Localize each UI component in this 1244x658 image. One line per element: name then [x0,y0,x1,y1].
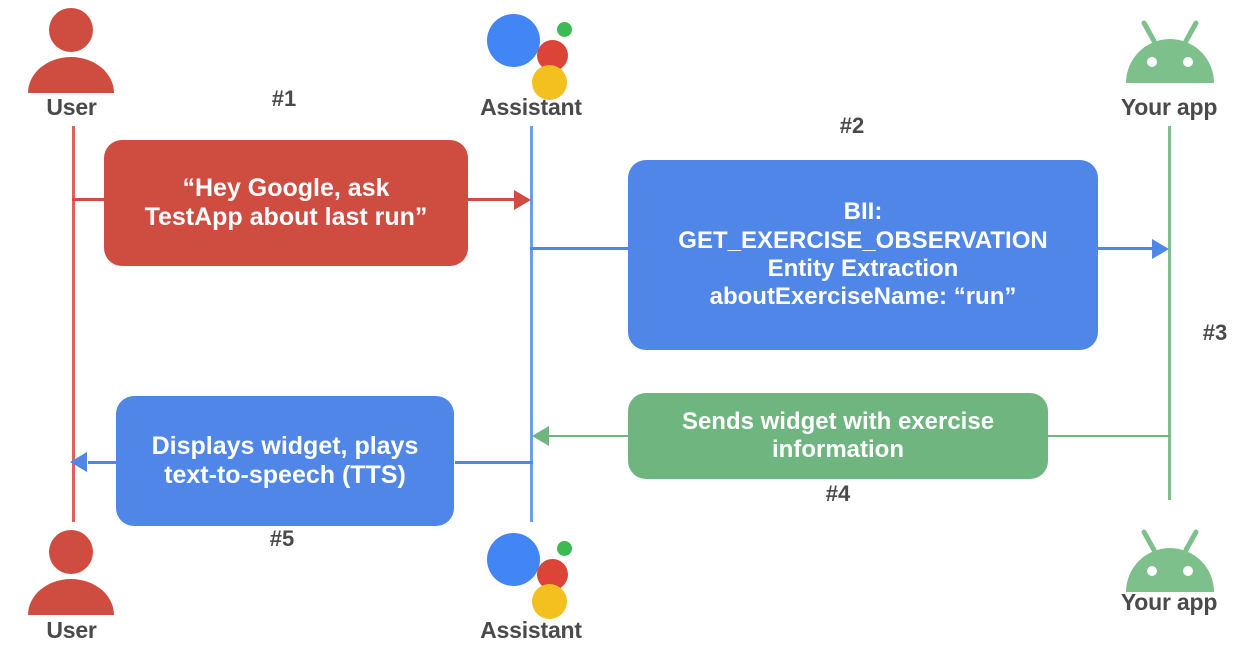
step-label-1: #1 [271,86,297,111]
message-box-4-text: Sends widget with exercise information [681,407,995,463]
assistant-yellow-dot-icon [532,65,567,100]
assistant-blue-dot-icon [487,14,540,67]
actor-label-your-app-top: Your app [1120,94,1218,120]
user-head-shape [49,8,93,52]
connector-assistant-to-message-5 [455,461,533,464]
message-box-5[interactable]: Displays widget, plays text-to-speech (T… [116,396,454,526]
lifeline-assistant [530,126,533,522]
android-robot-icon [1122,19,1218,85]
message-box-4[interactable]: Sends widget with exercise information [628,393,1048,479]
user-avatar-icon [28,530,114,615]
message-box-1[interactable]: “Hey Google, ask TestApp about last run” [104,140,468,266]
step-label-3: #3 [1202,320,1228,345]
actor-label-user-bottom: User [46,617,97,643]
user-body-shape [28,57,114,93]
user-body-shape [28,579,114,615]
message-box-2-text: BII: GET_EXERCISE_OBSERVATION Entity Ext… [678,198,1048,311]
actor-label-assistant-bottom: Assistant [480,617,582,643]
arrowhead-message-4 [532,426,549,446]
arrowhead-message-1 [514,190,531,210]
actor-label-assistant-top: Assistant [480,94,582,120]
assistant-blue-dot-icon [487,533,540,586]
connector-message-2-to-your-app [1096,247,1154,250]
assistant-green-dot-icon [557,541,572,556]
android-robot-svg [1126,529,1214,592]
lifeline-your-app [1168,126,1171,500]
assistant-yellow-dot-icon [532,584,567,619]
message-box-5-text: Displays widget, plays text-to-speech (T… [151,431,419,490]
lifeline-user [72,126,75,522]
connector-user-to-message-1 [72,198,122,201]
message-box-2[interactable]: BII: GET_EXERCISE_OBSERVATION Entity Ext… [628,160,1098,350]
assistant-green-dot-icon [557,22,572,37]
android-robot-icon [1122,528,1218,594]
actor-label-user-top: User [46,94,97,120]
connector-message-5-to-user [88,461,120,464]
step-label-5: #5 [269,526,295,551]
connector-message-4-to-assistant [548,435,630,437]
step-label-2: #2 [839,113,865,138]
arrowhead-message-5 [70,452,87,472]
user-avatar-icon [28,8,114,93]
user-head-shape [49,530,93,574]
arrowhead-message-3 [1152,239,1169,259]
android-robot-svg [1126,20,1214,83]
actor-label-your-app-bottom: Your app [1120,589,1218,615]
step-label-4: #4 [825,481,851,506]
connector-your-app-to-message-4 [1046,435,1170,437]
connector-assistant-to-message-2 [530,247,630,250]
google-assistant-icon [487,527,573,619]
message-box-1-text: “Hey Google, ask TestApp about last run” [144,173,428,232]
connector-message-1-to-assistant [466,198,518,201]
google-assistant-icon [487,8,573,100]
